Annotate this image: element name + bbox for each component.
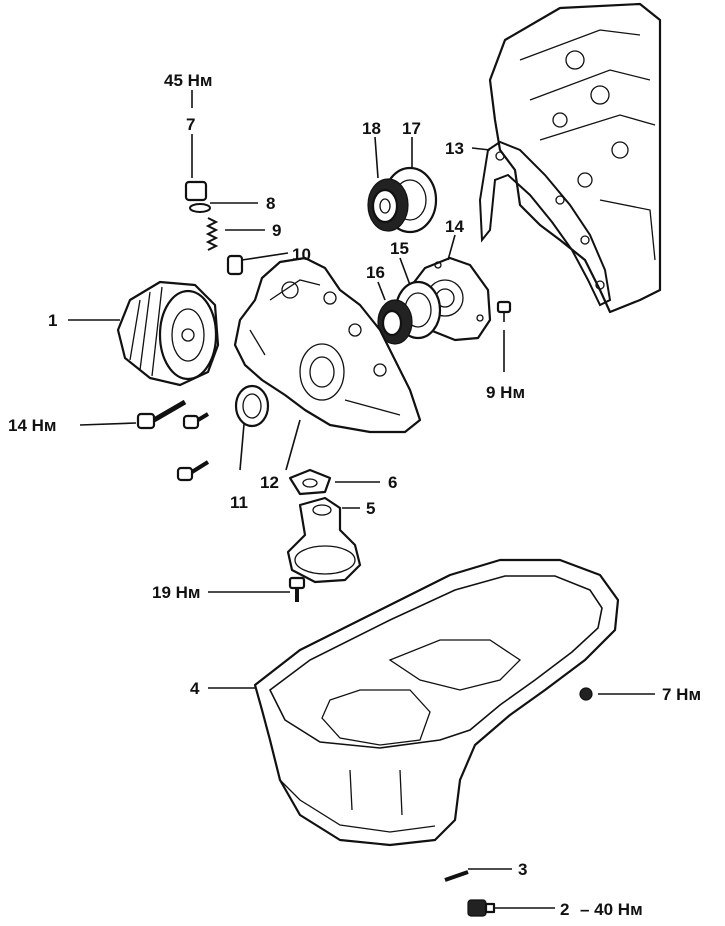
- oil-filter: [116, 280, 220, 387]
- label-8: 8: [266, 194, 275, 213]
- drain-gasket: [444, 870, 469, 882]
- front-cover-gasket: [478, 140, 612, 307]
- label-2: 2: [560, 900, 569, 919]
- sprocket-gears: [367, 166, 438, 234]
- label-5: 5: [366, 499, 375, 518]
- relief-valve-parts: [184, 180, 244, 276]
- front-case-bolts: [136, 399, 210, 482]
- torque-9: 9 Нм: [486, 383, 525, 402]
- torque-19: 19 Нм: [152, 583, 201, 602]
- oil-strainer: [286, 496, 362, 584]
- front-case-oil-pump-housing: [233, 256, 422, 434]
- torque-45: 45 Нм: [164, 71, 213, 90]
- oil-pan: [253, 558, 620, 847]
- label-6: 6: [388, 473, 397, 492]
- label-14: 14: [445, 217, 464, 236]
- oil-seal: [234, 384, 270, 428]
- label-18: 18: [362, 119, 381, 138]
- torque-40: – 40 Нм: [580, 900, 643, 919]
- pan-nut-7nm: [579, 687, 593, 701]
- label-9: 9: [272, 221, 281, 240]
- torque-labels: 45 Нм 14 Нм 9 Нм 19 Нм 7 Нм – 40 Нм: [8, 71, 701, 919]
- label-1: 1: [48, 311, 57, 330]
- strainer-gasket: [288, 468, 332, 496]
- torque-7: 7 Нм: [662, 685, 701, 704]
- cover-bolt-9nm: [496, 300, 512, 322]
- label-4: 4: [190, 679, 200, 698]
- label-17: 17: [402, 119, 421, 138]
- label-3: 3: [518, 860, 527, 879]
- label-13: 13: [445, 139, 464, 158]
- engine-block: [488, 2, 662, 314]
- label-16: 16: [366, 263, 385, 282]
- label-10: 10: [292, 245, 311, 264]
- label-12: 12: [260, 473, 279, 492]
- strainer-bolt-19nm: [288, 576, 306, 602]
- label-7: 7: [186, 115, 195, 134]
- leader-lines: [68, 90, 655, 909]
- label-15: 15: [390, 239, 409, 258]
- torque-14: 14 Нм: [8, 416, 57, 435]
- drain-plug: [467, 899, 496, 917]
- pump-rotors: [377, 280, 442, 345]
- part-labels: 1 2 3 4 5 6 7 8 9 10 11 12 13 14 15 16 1…: [48, 115, 569, 919]
- label-11: 11: [230, 493, 248, 512]
